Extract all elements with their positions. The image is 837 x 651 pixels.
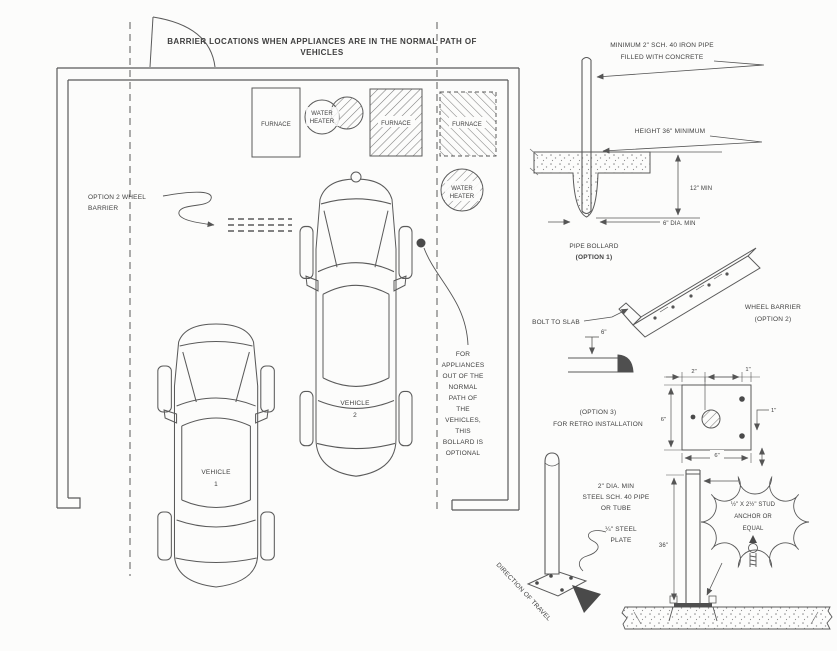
option2-leader [162,191,215,228]
note-l7: THIS [455,428,471,435]
stud-anchor-line3: EQUAL [743,526,764,532]
revision-cloud [700,475,810,569]
furnace-right-label: FURNACE [452,122,482,128]
plan-bollard-dot [416,238,426,248]
note-l6: VEHICLES, [445,417,481,424]
plate-dim-6in-left: 6" [661,417,666,423]
retro-base-plate: 2" 1" 6" 1" 6" [661,367,776,467]
pipe-spec-line3: OR TUBE [601,505,632,512]
post-height-dim: 36" [659,543,668,549]
water-heater-top-label2: HEATER [310,119,335,125]
vehicle-1-drawing [157,323,275,588]
pipe-spec-line1: 2" DIA. MIN [598,483,634,490]
note-l2: OUT OF THE [442,373,484,380]
detail-pipe-bollard: MINIMUM 2" SCH. 40 IRON PIPE FILLED WITH… [529,42,765,261]
water-heater-side-label1: WATER [451,186,473,192]
steel-plate-label2: PLATE [610,537,632,544]
wheel-barrier-section: 6" [568,330,634,373]
note-l3: NORMAL [448,384,477,391]
vehicle2-label1: VEHICLE [340,400,370,407]
note-l9: OPTIONAL [446,450,481,457]
cloud-leader [706,562,723,596]
optional-bollard-note: FOR APPLIANCES OUT OF THE NORMAL PATH OF… [442,351,485,457]
note-l4: PATH OF [449,395,478,402]
plate-dim-2in: 2" [691,369,696,375]
steel-plate-leader [578,530,607,572]
wheel-barrier-dashed-plan [228,218,292,232]
furnace-mid-label: FURNACE [381,121,411,127]
stud-anchor-line1: ½" X 2½" STUD [731,501,776,508]
entry-door-swing [149,16,216,68]
banner-line1: BARRIER LOCATIONS WHEN APPLIANCES ARE IN… [167,37,477,46]
vehicle-2-ornament [350,171,362,183]
furnace-left: FURNACE [251,87,301,158]
furnace-left-label: FURNACE [261,122,291,128]
water-heater-top-label1: WATER [311,111,333,117]
embed-depth-dim: 12" MIN [690,186,712,192]
pipe-note-line2: FILLED WITH CONCRETE [621,54,704,61]
curb-height-dim: 6" [601,330,607,336]
pipe-bollard-label1: PIPE BOLLARD [569,243,618,250]
garage-walls [56,67,520,511]
height-note: HEIGHT 36" MINIMUM [635,128,705,135]
option2-label-line2: BARRIER [88,205,118,212]
stud-anchor-line2: ANCHOR OR [734,514,772,520]
stud-anchor-drawing [748,535,758,567]
bollard-note-leader [423,247,469,346]
footing-dia-dim: 6" DIA. MIN [663,221,696,227]
vehicle1-label2: 1 [214,481,218,488]
direction-of-travel-label: DIRECTION OF TRAVEL [495,562,553,623]
water-heater-top: WATER HEATER [304,96,364,135]
detail-retro-bollard-3d: DIRECTION OF TRAVEL 2" DIA. MIN STEEL SC… [495,452,650,623]
detail-bollard-elevation: 36" [621,469,833,630]
stud-anchor-cloud: ½" X 2½" STUD ANCHOR OR EQUAL [700,475,810,596]
option3-label2: FOR RETRO INSTALLATION [553,421,643,428]
vehicle2-label2: 2 [353,412,357,419]
option3-label1: (OPTION 3) [580,409,617,416]
note-l1: APPLIANCES [442,362,485,369]
wheel-barrier-label2: (OPTION 2) [755,316,792,323]
note-l8: BOLLARD IS [443,439,484,446]
steel-plate-label1: ¼" STEEL [605,526,637,533]
pipe-note-line1: MINIMUM 2" SCH. 40 IRON PIPE [610,42,714,49]
wheel-barrier-label1: WHEEL BARRIER [745,304,801,311]
note-l5: THE [456,406,470,413]
vehicle-2-drawing [299,178,413,477]
note-l0: FOR [456,351,470,358]
bolt-to-slab-label: BOLT TO SLAB [532,319,580,326]
direction-arrow [572,585,601,613]
bolt-to-slab-leader [583,308,629,322]
option2-label-line1: OPTION 2 WHEEL [88,194,146,201]
water-heater-side: WATER HEATER [440,168,484,212]
pipe-bollard-label2: (OPTION 1) [576,254,613,261]
furnace-mid: FURNACE [369,88,423,157]
plate-dim-1in-right: 1" [771,408,776,414]
water-heater-side-label2: HEATER [450,194,475,200]
vehicle1-label1: VEHICLE [201,469,231,476]
detail-wheel-barrier [618,247,761,338]
plate-dim-6in-bottom: 6" [714,453,719,459]
pipe-spec-line2: STEEL SCH. 40 PIPE [583,494,650,501]
plate-dim-1in-top: 1" [745,367,750,373]
furnace-right: FURNACE [439,91,497,157]
banner-line2: VEHICLES [300,48,343,57]
